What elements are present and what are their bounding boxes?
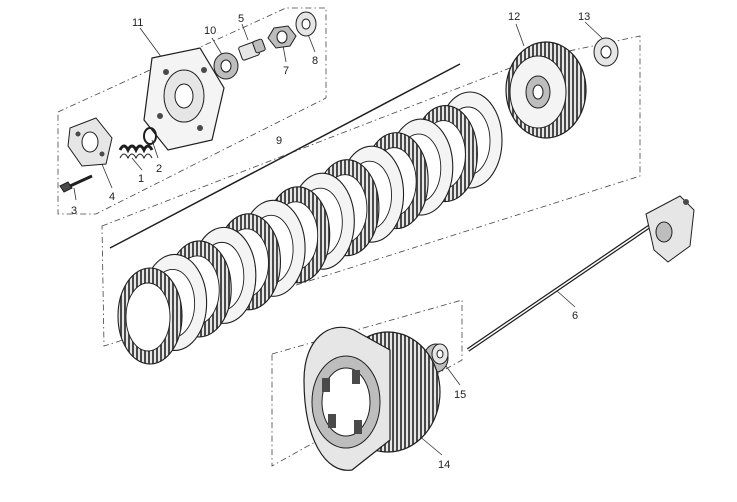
clutch-pack-frame — [101, 35, 641, 347]
callout-12: 12 — [508, 11, 520, 23]
callout-14: 14 — [438, 459, 450, 471]
plate-bore — [125, 282, 171, 352]
callout-11: 11 — [132, 17, 143, 29]
push-piece-part-5 — [238, 38, 266, 61]
nut-part-7 — [267, 25, 297, 49]
callout-1: 1 — [138, 173, 144, 185]
push-rod-part-6 — [466, 195, 695, 352]
callout-8: 8 — [312, 55, 318, 67]
callout-labels: 1 2 3 4 5 6 7 8 9 10 11 12 13 14 15 — [71, 11, 590, 471]
circlip-part-2 — [143, 127, 157, 145]
callout-2: 2 — [156, 163, 162, 175]
callout-3: 3 — [71, 205, 77, 217]
basket-frame — [271, 299, 463, 467]
bearing-part-10 — [213, 52, 239, 80]
callout-6: 6 — [572, 310, 578, 322]
callout-13: 13 — [578, 11, 590, 23]
pressure-plate-part-11 — [143, 47, 225, 151]
spring-part-1 — [118, 144, 154, 160]
thrust-washer-part-13 — [593, 37, 619, 67]
bolt-part-3 — [59, 174, 93, 193]
assembly-frames — [57, 7, 641, 467]
callout-10: 10 — [204, 25, 216, 37]
spring-plate-part-4 — [67, 117, 113, 167]
washer-part-8 — [295, 11, 317, 37]
callout-15: 15 — [454, 389, 466, 401]
clutch-plate-pack-part-9 — [117, 91, 503, 365]
callout-5: 5 — [238, 13, 244, 25]
clutch-basket-part-14 — [303, 326, 441, 471]
plate-pack-axis-line — [109, 63, 461, 249]
callout-7: 7 — [283, 65, 289, 77]
pressure-plate-frame — [57, 7, 327, 215]
clutch-hub-part-12 — [505, 41, 587, 139]
callout-4: 4 — [109, 191, 115, 203]
callout-9: 9 — [276, 135, 282, 147]
